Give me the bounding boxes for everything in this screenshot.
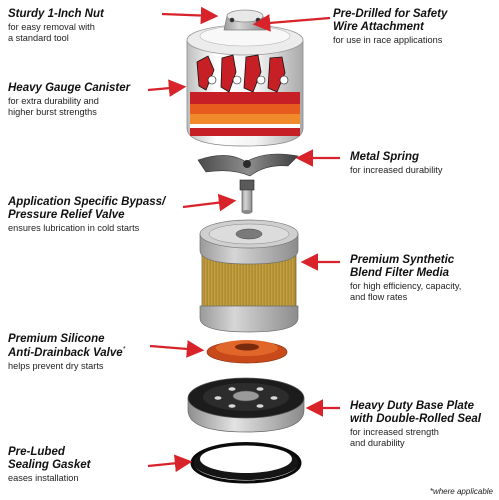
callout-bypass-desc-1: ensures lubrication in cold starts — [8, 222, 140, 233]
callout-media-desc-2: and flow rates — [350, 292, 408, 303]
callout-wire: Pre-Drilled for Safety Wire Attachment f… — [333, 8, 447, 45]
callout-antidrain-title-2: Anti-Drainback Valve — [8, 346, 123, 359]
arrow-icon — [161, 6, 219, 25]
callout-baseplate-title-1: Heavy Duty Base Plate — [350, 400, 475, 412]
callout-baseplate-desc-2: and durability — [350, 438, 405, 449]
arrows — [147, 6, 340, 473]
callout-nut-title: Sturdy 1-Inch Nut — [8, 8, 104, 20]
callout-canister-desc-1: for extra durability and — [8, 95, 99, 106]
callout-nut-desc-1: for easy removal with — [8, 21, 95, 32]
filter-media — [199, 219, 299, 333]
kn-logo — [196, 54, 286, 93]
callout-spring: Metal Spring for increased durability — [350, 151, 442, 175]
metal-spring — [197, 153, 299, 177]
callout-antidrain: Premium Silicone Anti-Drainback Valve* h… — [8, 333, 125, 371]
arrow-icon — [252, 14, 331, 32]
callout-antidrain-title-1: Premium Silicone — [8, 333, 105, 345]
sealing-gasket — [190, 442, 302, 484]
callout-antidrain-star: * — [122, 345, 126, 353]
callout-spring-title: Metal Spring — [350, 151, 420, 163]
callout-nut-desc-2: a standard tool — [8, 33, 69, 44]
callout-bypass: Application Specific Bypass/ Pressure Re… — [8, 196, 165, 233]
callout-nut: Sturdy 1-Inch Nut for easy removal with … — [8, 8, 104, 43]
callout-wire-title-1: Pre-Drilled for Safety — [333, 8, 448, 20]
hex-nut — [223, 9, 267, 31]
callout-baseplate-desc-1: for increased strength — [350, 426, 439, 437]
callout-gasket-desc-1: eases installation — [8, 472, 79, 483]
callout-gasket-title-2: Sealing Gasket — [8, 458, 91, 471]
callout-bypass-title-1: Application Specific Bypass/ — [8, 196, 166, 208]
callout-media: Premium Synthetic Blend Filter Media for… — [350, 254, 461, 302]
arrow-icon — [149, 340, 205, 358]
callout-baseplate-title-2: with Double-Rolled Seal — [350, 412, 481, 425]
callout-media-title-2: Blend Filter Media — [350, 266, 450, 279]
callout-canister: Heavy Gauge Canister for extra durabilit… — [8, 82, 130, 117]
callout-media-desc-1: for high efficiency, capacity, — [350, 280, 462, 291]
arrow-icon — [147, 454, 193, 473]
callout-gasket-title-1: Pre-Lubed — [8, 446, 65, 458]
callout-spring-desc-1: for increased durability — [350, 164, 443, 175]
anti-drainback-valve — [206, 340, 288, 364]
callout-antidrain-desc-1: helps prevent dry starts — [8, 360, 104, 371]
canister — [186, 24, 304, 147]
callout-gasket: Pre-Lubed Sealing Gasket eases installat… — [8, 446, 90, 483]
arrow-icon — [147, 79, 187, 97]
base-plate — [187, 377, 305, 433]
callout-canister-title: Heavy Gauge Canister — [8, 82, 131, 94]
callout-baseplate: Heavy Duty Base Plate with Double-Rolled… — [350, 400, 481, 448]
callout-wire-desc-1: for use in race applications — [333, 34, 443, 45]
callout-media-title-1: Premium Synthetic — [350, 254, 455, 266]
callout-bypass-title-2: Pressure Relief Valve — [8, 208, 125, 221]
callout-canister-desc-2: higher burst strengths — [8, 107, 97, 118]
footnote: *where applicable — [429, 487, 493, 496]
bypass-valve — [239, 179, 255, 214]
callout-wire-title-2: Wire Attachment — [333, 20, 424, 33]
arrow-icon — [182, 193, 237, 212]
